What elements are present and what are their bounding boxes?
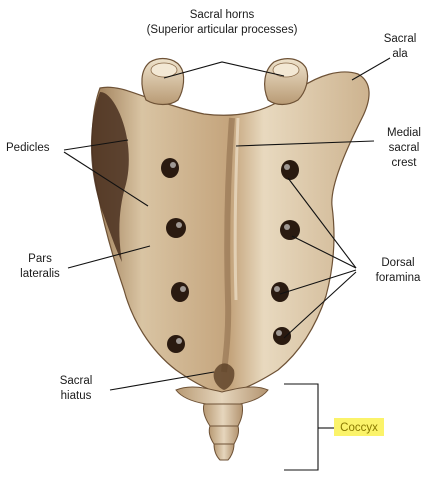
right-sacral-horn: [264, 58, 309, 106]
label-pedicles: Pedicles: [6, 142, 50, 154]
label-hiatus-1: Sacral: [60, 375, 93, 387]
foramen-right-4: [273, 327, 291, 345]
label-sacral-horns-1: Sacral horns: [190, 9, 255, 21]
coccyx-highlight: [334, 418, 384, 436]
label-medial-crest-2: sacral: [389, 142, 420, 154]
left-sacral-horn: [141, 57, 185, 106]
label-dorsal-2: foramina: [376, 272, 421, 284]
foramen-right-2: [280, 220, 300, 240]
foramen-left-2: [166, 218, 186, 238]
leader-lines: [63, 57, 391, 471]
foramen-left-3: [171, 282, 189, 302]
label-sacral-ala-1: Sacral: [384, 33, 417, 45]
medial-crest-ridge: [221, 117, 235, 373]
label-medial-crest-1: Medial: [387, 127, 421, 139]
label-sacral-horns-2: (Superior articular processes): [147, 24, 298, 36]
foramen-right-1: [281, 160, 299, 180]
label-medial-crest-3: crest: [392, 157, 418, 169]
left-edge-shadow: [90, 92, 129, 262]
label-dorsal-1: Dorsal: [381, 257, 414, 269]
sacrum-body: [91, 71, 370, 395]
label-coccyx: Coccyx: [340, 422, 378, 434]
label-hiatus-2: hiatus: [61, 390, 92, 402]
label-pars-1: Pars: [28, 253, 52, 265]
label-pars-2: lateralis: [20, 268, 60, 280]
label-sacral-ala-2: ala: [392, 48, 408, 60]
foramen-left-1: [161, 158, 179, 178]
sacral-hiatus: [213, 363, 235, 390]
coccyx-bone: [175, 386, 269, 461]
foramen-left-4: [167, 335, 185, 353]
